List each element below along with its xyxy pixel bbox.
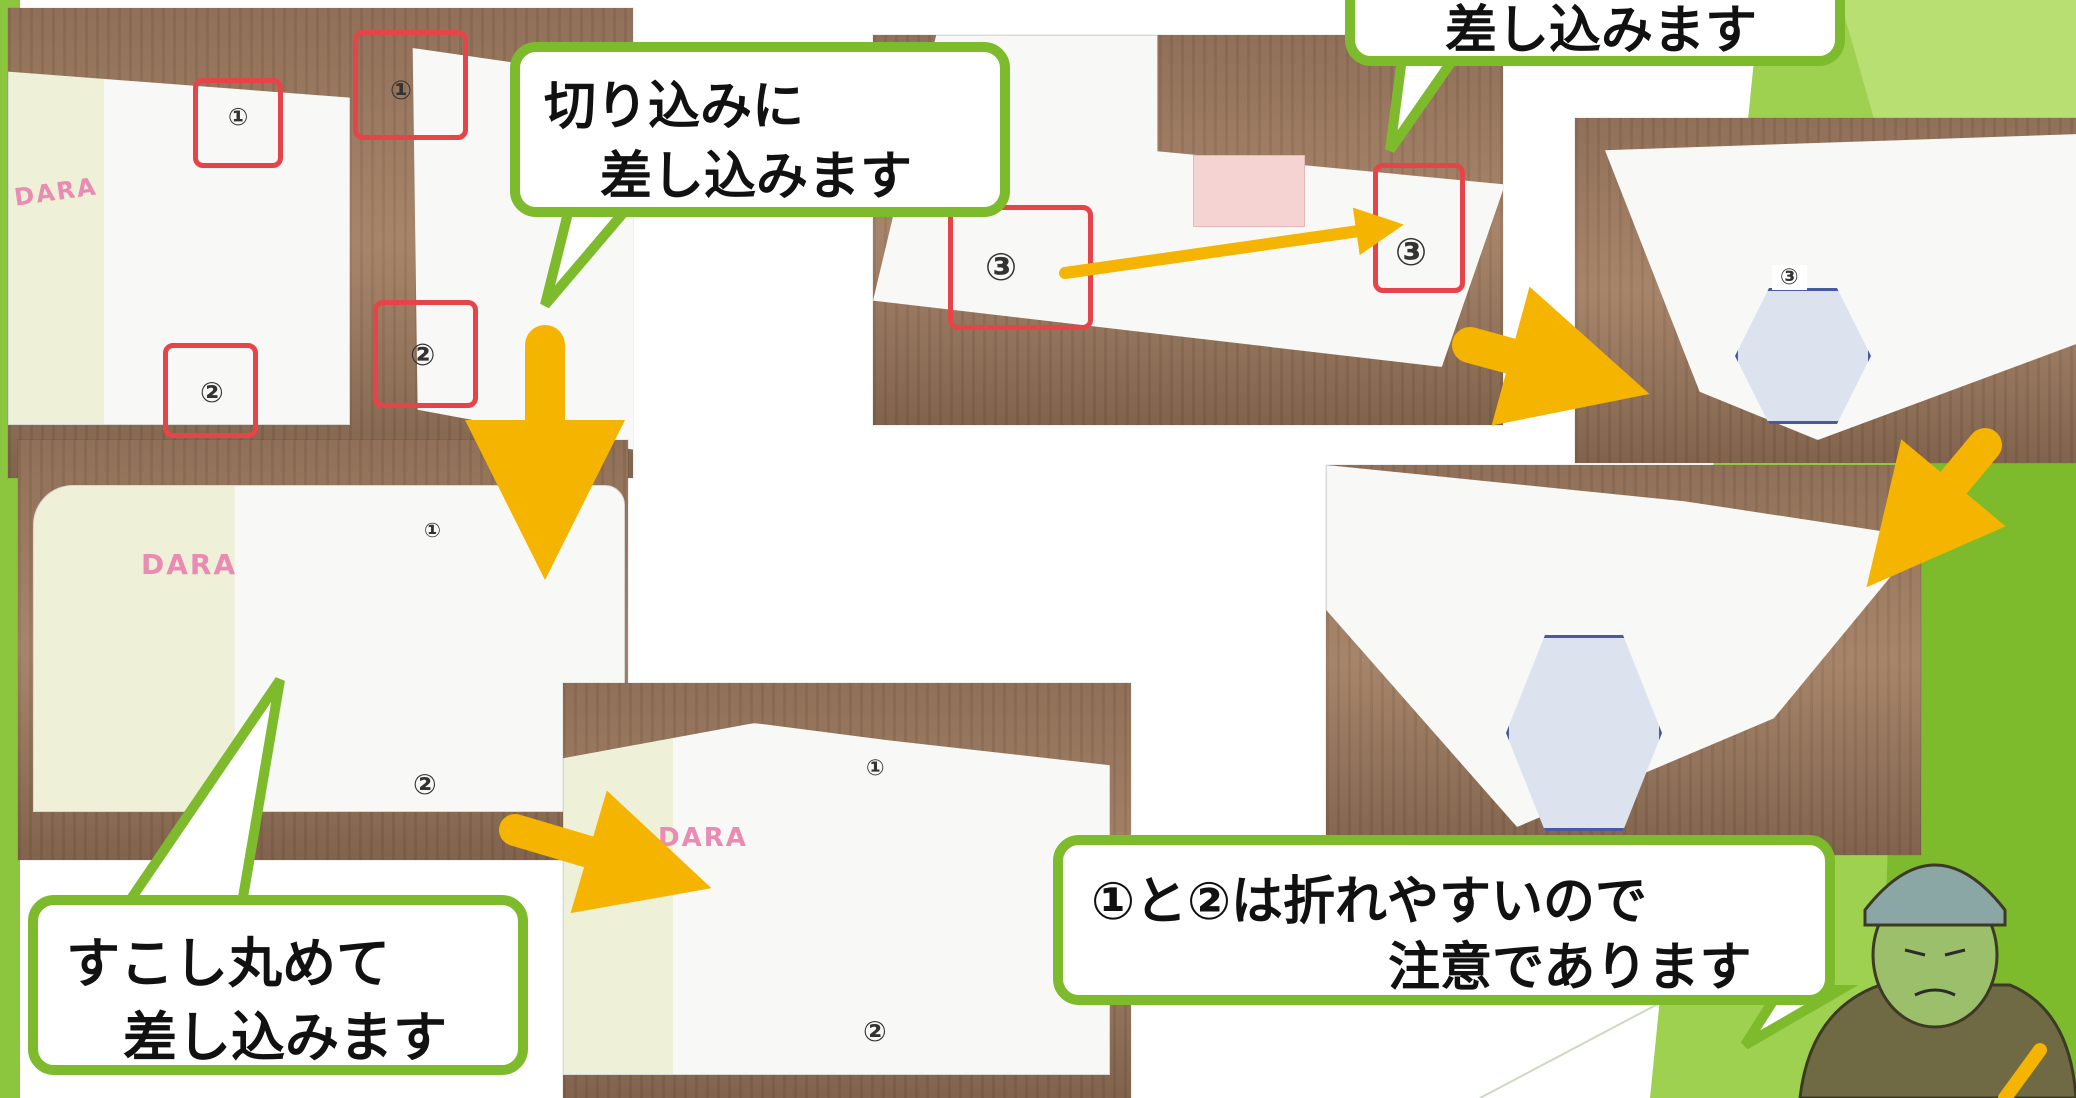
arrow-icon bbox=[1998, 1043, 2047, 1098]
callout-line-1: 切り込みに bbox=[544, 77, 805, 137]
tab-label-2: ② bbox=[863, 1015, 887, 1048]
callout-line-2: 注意であります bbox=[1388, 938, 1752, 998]
tab-label-1: ① bbox=[390, 76, 413, 106]
callout-roll-insert: すこし丸めて 差し込みます bbox=[28, 895, 528, 1075]
photo-step-5: ③ bbox=[1575, 118, 2076, 463]
callout-insert-slit: 切り込みに 差し込みます bbox=[510, 42, 1010, 217]
tab-label-2: ② bbox=[413, 768, 437, 801]
highlight-box bbox=[163, 343, 258, 438]
photo-step-3: DARA ① ② bbox=[563, 683, 1131, 1098]
highlight-box bbox=[193, 78, 283, 168]
dara-logo: DARA bbox=[141, 548, 238, 581]
character-body bbox=[1798, 983, 2076, 1098]
highlight-box bbox=[373, 300, 478, 408]
tab-label-1: ① bbox=[866, 756, 885, 781]
callout-line-1: すこし丸めて bbox=[66, 932, 390, 995]
arrow-icon bbox=[1059, 207, 1404, 279]
tab-label-3: ③ bbox=[1772, 265, 1807, 290]
tab-label-1: ① bbox=[424, 518, 441, 542]
pink-tab bbox=[1193, 155, 1305, 227]
paper-piece-left bbox=[8, 71, 350, 425]
callout-insert-top: 差し込みます bbox=[1345, 0, 1845, 66]
tab-label-2: ② bbox=[200, 376, 224, 409]
arrow-icon bbox=[499, 790, 712, 914]
tab-label-2: ② bbox=[410, 338, 436, 373]
tab-label-3: ③ bbox=[985, 245, 1018, 289]
highlight-box bbox=[353, 30, 468, 140]
fish-emblem-icon bbox=[1506, 635, 1662, 831]
arrow-icon bbox=[1452, 286, 1650, 426]
arrow-icon bbox=[1866, 428, 2006, 588]
callout-line-2: 差し込みます bbox=[600, 147, 913, 207]
callout-line-1: ①と②は折れやすいので bbox=[1091, 872, 1648, 932]
callout-line-2: 差し込みます bbox=[123, 1006, 447, 1069]
callout-caution: ①と②は折れやすいので 注意であります bbox=[1053, 835, 1835, 1005]
callout-line-2: 差し込みます bbox=[1445, 1, 1758, 61]
tab-label-1: ① bbox=[228, 103, 249, 131]
helmet-icon bbox=[1863, 863, 2007, 927]
photo-step-6 bbox=[1326, 465, 1921, 855]
